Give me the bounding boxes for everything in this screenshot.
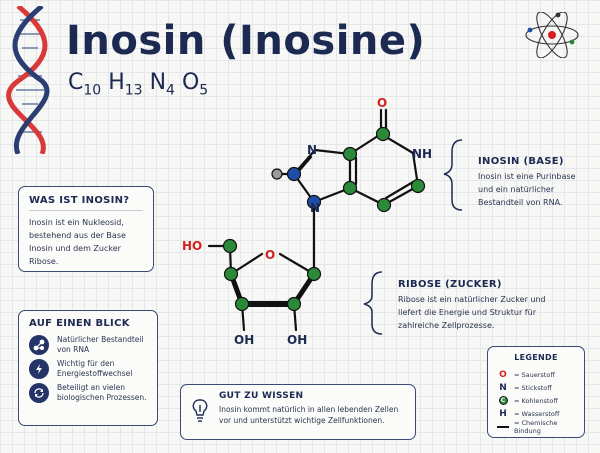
legend-label: = Sauerstoff xyxy=(514,370,555,379)
legend-label: = Chemische Bindung xyxy=(514,418,558,435)
formula-element: C xyxy=(68,70,84,95)
carbon-atom xyxy=(376,197,392,213)
carbon-atom xyxy=(342,180,358,196)
carbon-atom xyxy=(222,238,238,254)
good-to-know-heading: GUT ZU WISSEN xyxy=(219,391,304,401)
formula-element: N xyxy=(149,70,167,95)
hydroxyl-label: OH xyxy=(234,333,254,347)
legend-label: = Kohlenstoff xyxy=(514,396,558,405)
formula-count: 13 xyxy=(124,82,143,99)
molecular-formula: C10 H13 N4 O5 xyxy=(68,70,208,98)
carbon-atom xyxy=(410,178,426,194)
formula-count: 5 xyxy=(199,82,209,99)
dna-helix-icon xyxy=(6,6,50,154)
molecule-icon xyxy=(29,335,49,355)
legend-item: N = Stickstoff xyxy=(496,381,576,394)
overview-item-text: Wichtig für den Energiestoffwechsel xyxy=(57,359,133,378)
legend-label: = Stickstoff xyxy=(514,383,552,392)
legend-card: LEGENDE O = Sauerstoff N = Stickstoff C … xyxy=(487,346,585,438)
carbon-atom xyxy=(223,266,239,282)
legend-item: H = Wasserstoff xyxy=(496,407,576,420)
overview-item: Beteiligt an vielen biologischen Prozess… xyxy=(29,383,147,403)
carbon-atom xyxy=(286,296,302,312)
ring-oxygen-label: O xyxy=(265,248,275,262)
n7-label: N xyxy=(307,143,317,157)
ribose-description: Ribose ist ein natürlicher Zucker und li… xyxy=(398,295,546,330)
legend-symbol: C xyxy=(498,396,508,405)
page-title: Inosin (Inosine) xyxy=(66,18,426,64)
atom-icon xyxy=(525,12,579,58)
what-is-text: Inosin ist ein Nukleosid, bestehend aus … xyxy=(29,218,126,266)
carbon-atom xyxy=(234,296,250,312)
formula-element: H xyxy=(108,70,125,95)
what-is-card: WAS IST INOSIN? Inosin ist ein Nukleosid… xyxy=(18,186,154,272)
overview-item: Natürlicher Bestandteil von RNA xyxy=(29,335,147,355)
nitrogen-atom xyxy=(306,194,322,210)
carbon-atom xyxy=(375,126,391,142)
hydrogen-atom xyxy=(271,168,283,180)
good-to-know-card: GUT ZU WISSEN Inosin kommt natürlich in … xyxy=(180,384,416,440)
n9-label: N xyxy=(310,201,320,215)
hydroxyl-label: OH xyxy=(287,333,307,347)
ribose-heading: RIBOSE (ZUCKER) xyxy=(398,279,502,290)
overview-item-text: Beteiligt an vielen biologischen Prozess… xyxy=(57,383,147,402)
carbonyl-oxygen-label: O xyxy=(377,96,387,110)
legend-label: = Wasserstoff xyxy=(514,409,560,418)
carbon-atom xyxy=(342,146,358,162)
n1-label: NH xyxy=(412,147,432,161)
what-is-heading: WAS IST INOSIN? xyxy=(29,195,143,211)
nitrogen-atom xyxy=(286,166,302,182)
carbon-atom xyxy=(306,266,322,282)
legend-item: O = Sauerstoff xyxy=(496,368,576,381)
overview-item: Wichtig für den Energiestoffwechsel xyxy=(29,359,147,379)
lightbulb-icon xyxy=(192,399,208,422)
overview-card: AUF EINEN BLICK Natürlicher Bestandteil … xyxy=(18,310,158,426)
cycle-icon xyxy=(29,383,49,403)
legend-symbol: N xyxy=(499,382,507,393)
legend-item: = Chemische Bindung xyxy=(496,418,576,435)
overview-heading: AUF EINEN BLICK xyxy=(29,318,130,329)
ribose-annotation: RIBOSE (ZUCKER) Ribose ist ein natürlich… xyxy=(398,279,558,332)
lightning-icon xyxy=(29,359,49,379)
good-to-know-text: Inosin kommt natürlich in allen lebenden… xyxy=(219,405,399,425)
legend-item: C = Kohlenstoff xyxy=(496,394,576,407)
formula-element: O xyxy=(181,70,200,95)
bond-line-icon xyxy=(496,422,510,432)
base-description: Inosin ist eine Purinbase und ein natürl… xyxy=(478,172,576,207)
legend-symbol: H xyxy=(499,408,507,419)
legend-heading: LEGENDE xyxy=(514,353,558,362)
formula-count: 4 xyxy=(166,82,175,99)
base-bracket xyxy=(443,139,463,211)
formula-count: 10 xyxy=(83,82,102,99)
overview-item-text: Natürlicher Bestandteil von RNA xyxy=(57,335,144,354)
legend-symbol-wrap: C xyxy=(496,396,510,405)
ribose-bracket xyxy=(363,271,383,335)
legend-symbol: O xyxy=(499,369,507,380)
base-annotation: INOSIN (BASE) Inosin ist eine Purinbase … xyxy=(478,156,590,209)
base-heading: INOSIN (BASE) xyxy=(478,156,564,167)
hydroxyl-label: HO xyxy=(182,239,202,253)
